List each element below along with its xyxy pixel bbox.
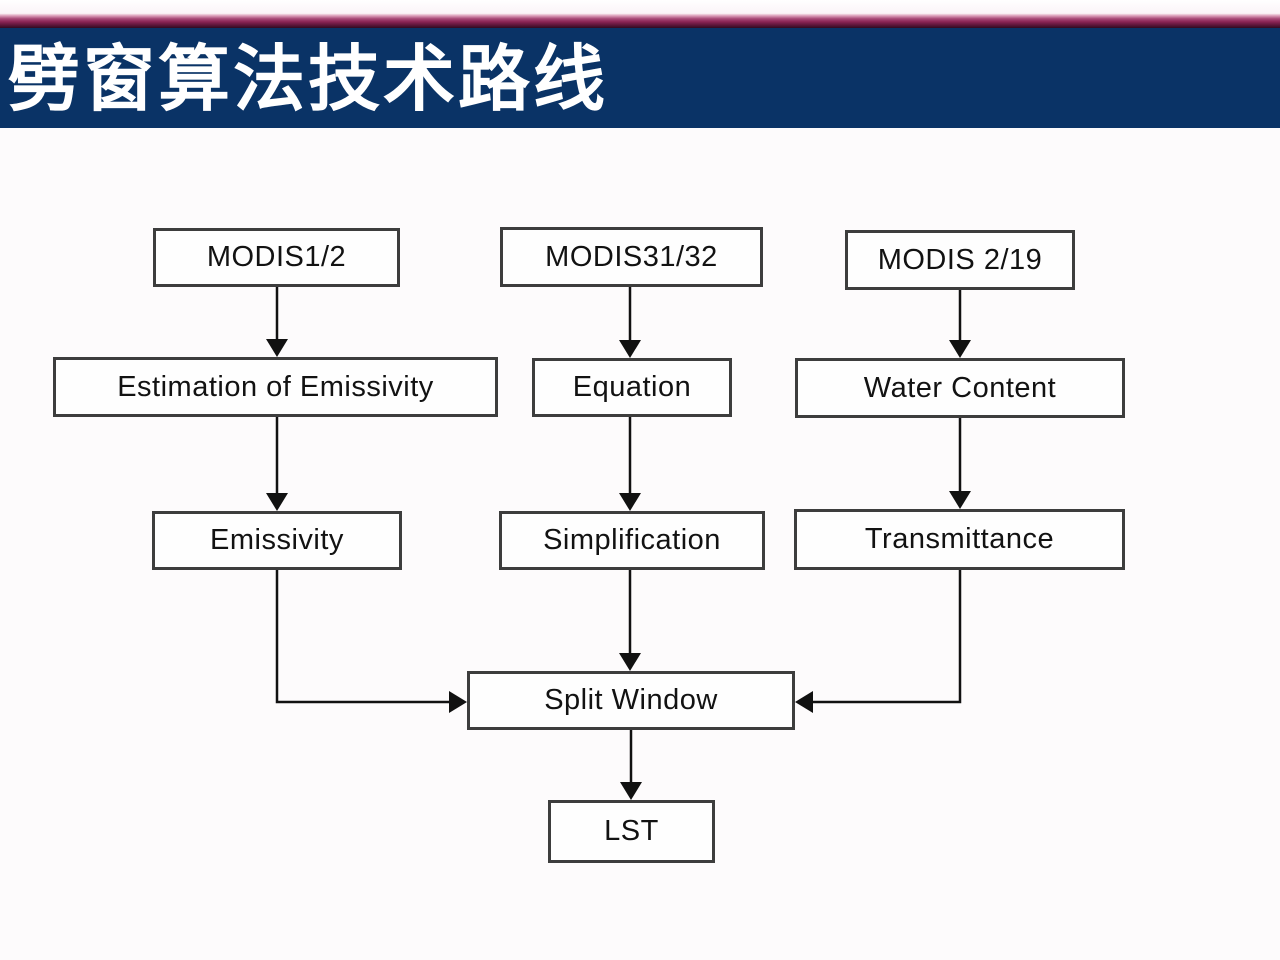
node-label: Water Content — [863, 371, 1057, 404]
node-label: Equation — [572, 371, 692, 403]
node-modis-31-32: MODIS31/32 — [500, 227, 763, 287]
node-label: Emissivity — [210, 524, 344, 556]
node-label: Transmittance — [864, 523, 1055, 555]
node-split-window: Split Window — [467, 671, 795, 730]
title-band: 劈窗算法技术路线 — [0, 28, 1280, 128]
top-white-strip — [0, 0, 1280, 13]
node-lst: LST — [548, 800, 715, 863]
node-modis-1-2: MODIS1/2 — [153, 228, 400, 287]
node-water-content: Water Content — [795, 358, 1125, 418]
node-label: Split Window — [544, 684, 718, 716]
node-estimation-of-emissivity: Estimation of Emissivity — [53, 357, 498, 417]
node-equation: Equation — [532, 358, 732, 417]
node-label: Estimation of Emissivity — [117, 370, 434, 403]
accent-stripe — [0, 13, 1280, 28]
node-emissivity: Emissivity — [152, 511, 402, 570]
node-transmittance: Transmittance — [794, 509, 1125, 570]
node-modis-2-19: MODIS 2/19 — [845, 230, 1075, 290]
node-label: MODIS1/2 — [206, 241, 347, 273]
node-label: LST — [604, 815, 659, 847]
page-title: 劈窗算法技术路线 — [8, 40, 609, 120]
node-simplification: Simplification — [499, 511, 765, 570]
node-label: Simplification — [543, 524, 721, 556]
node-label: MODIS31/32 — [545, 240, 718, 273]
node-label: MODIS 2/19 — [877, 243, 1043, 276]
